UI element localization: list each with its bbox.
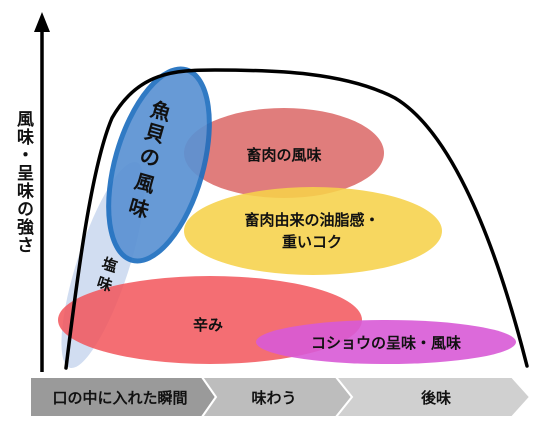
- y-axis-label: 風味・呈味の強さ: [13, 110, 33, 254]
- fat-label-line2: 重いコク: [282, 233, 342, 251]
- region-pepper: [256, 320, 516, 364]
- intensity-curve: [64, 68, 529, 370]
- phase-chevron-aftertaste: [333, 376, 532, 418]
- fat-ellipse: [184, 187, 442, 275]
- timeline-bar: 口の中に入れた瞬間 味わう 後味: [29, 376, 532, 418]
- salt-char-1: 塩: [100, 254, 120, 276]
- meat-ellipse: [184, 108, 384, 198]
- y-axis-arrow-icon: [34, 12, 50, 32]
- pepper-ellipse: [256, 320, 516, 364]
- pepper-label: コショウの呈味・風味: [311, 334, 461, 352]
- meat-label: 畜肉の風味: [246, 146, 321, 164]
- region-meat: [184, 108, 384, 198]
- phase-label-aftertaste: 後味: [420, 389, 451, 407]
- salt-char-2: 味: [95, 273, 115, 295]
- region-fat: [184, 187, 442, 275]
- phase-label-moment: 口の中に入れた瞬間: [52, 389, 187, 407]
- spicy-label: 辛み: [193, 316, 223, 334]
- fat-label-line1: 畜肉由来の油脂感・: [244, 211, 379, 229]
- phase-label-taste: 味わう: [251, 389, 296, 407]
